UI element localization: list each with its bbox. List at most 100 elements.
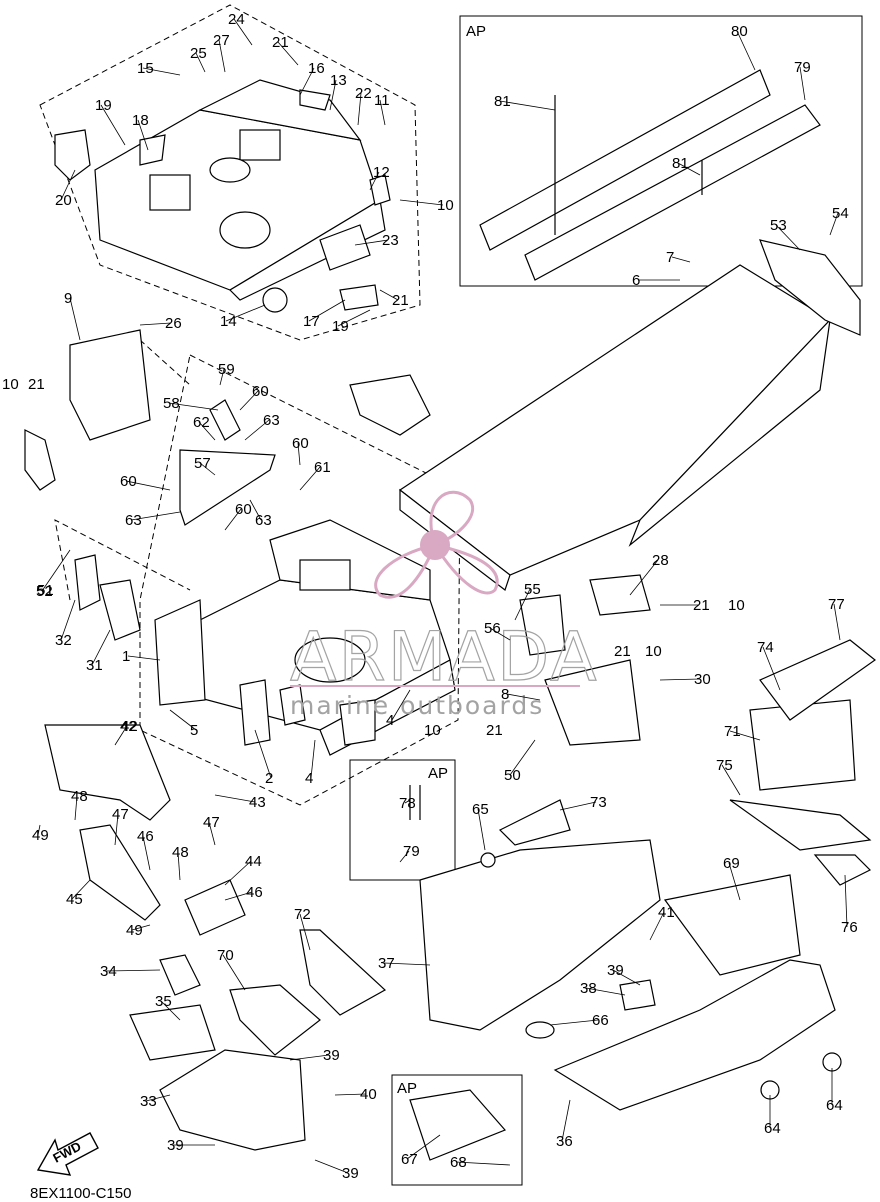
part-label-78: 78 — [399, 795, 416, 812]
leader-line — [391, 689, 411, 721]
part-label-60: 60 — [235, 501, 252, 518]
part-label-10: 10 — [728, 597, 745, 614]
part-label-38: 38 — [580, 980, 597, 997]
leader-line — [729, 730, 761, 741]
leader-line — [249, 499, 262, 521]
part-label-70: 70 — [217, 947, 234, 964]
leader-line — [169, 709, 197, 731]
leader-line — [649, 911, 665, 941]
leader-line — [354, 239, 389, 246]
part-label-10: 10 — [437, 197, 454, 214]
part-label-74: 74 — [757, 639, 774, 656]
part-label-10: 10 — [2, 376, 19, 393]
leader-line — [406, 1134, 441, 1160]
part-label-68: 68 — [450, 1154, 467, 1171]
part-label-36: 36 — [556, 1133, 573, 1150]
part-label-10: 10 — [424, 722, 441, 739]
watermark: ARMADA marine outboards — [289, 490, 597, 720]
leader-line — [833, 603, 841, 641]
leader-line — [379, 289, 399, 301]
part-label-32: 32 — [55, 632, 72, 649]
leader-line — [222, 954, 246, 991]
leader-line — [199, 462, 216, 476]
part-label-2: 2 — [265, 770, 273, 787]
part-label-35: 35 — [155, 993, 172, 1010]
upper-front-frame — [54, 79, 391, 313]
part-label-77: 77 — [828, 596, 845, 613]
leader-line — [775, 224, 801, 251]
leader-line — [314, 1159, 349, 1174]
leader-line — [334, 1093, 367, 1096]
diagram-caption: 8EX1100-C150 — [30, 1185, 131, 1202]
part-label-59: 59 — [218, 361, 235, 378]
leader-line — [299, 466, 321, 491]
leader-line — [254, 729, 272, 779]
part-label-75: 75 — [716, 757, 733, 774]
leader-line — [233, 18, 253, 46]
leader-line — [671, 256, 691, 263]
leader-line — [612, 969, 641, 986]
part-label-62: 62 — [193, 414, 210, 431]
part-label-64: 64 — [764, 1120, 781, 1137]
leader-line — [499, 100, 556, 111]
part-label-21: 21 — [614, 643, 631, 660]
part-label-19: 19 — [95, 97, 112, 114]
leader-line — [399, 850, 410, 863]
part-label-18: 18 — [132, 112, 149, 129]
part-label-28: 28 — [652, 552, 669, 569]
part-label-23: 23 — [382, 232, 399, 249]
part-label-31: 31 — [86, 657, 103, 674]
leader-line — [585, 987, 626, 996]
leader-line — [219, 368, 225, 386]
part-label-63: 63 — [263, 412, 280, 429]
leader-line — [329, 79, 337, 111]
inset-title-rails: AP — [466, 23, 486, 40]
leader-line — [310, 739, 316, 779]
part-label-76: 76 — [841, 919, 858, 936]
leader-line — [477, 808, 486, 851]
part-label-63: 63 — [255, 512, 272, 529]
leader-line — [559, 801, 597, 811]
leader-line — [299, 67, 315, 96]
part-label-42: 42 — [120, 718, 137, 735]
leader-line — [130, 511, 181, 521]
leader-line — [404, 799, 411, 804]
part-label-65: 65 — [472, 801, 489, 818]
part-label-21: 21 — [486, 722, 503, 739]
leader-line — [224, 860, 252, 886]
part-label-51: 51 — [37, 582, 54, 599]
part-label-9: 9 — [64, 290, 72, 307]
part-label-37: 37 — [378, 955, 395, 972]
leader-line — [399, 199, 444, 206]
part-label-11: 11 — [374, 92, 390, 109]
inset-title-bracket: AP — [428, 765, 448, 782]
leader-line — [357, 92, 362, 126]
part-label-49: 49 — [32, 827, 49, 844]
part-label-42: 42 — [121, 718, 138, 735]
leader-line — [100, 104, 126, 146]
leader-line — [114, 725, 128, 746]
leader-line — [629, 559, 659, 596]
leader-line — [71, 879, 91, 900]
leader-line — [142, 67, 181, 76]
part-label-16: 16 — [308, 60, 325, 77]
leader-line — [160, 1000, 181, 1021]
leader-line — [139, 322, 172, 326]
part-label-47: 47 — [203, 814, 220, 831]
leader-line — [244, 419, 270, 441]
part-label-81: 81 — [672, 155, 689, 172]
part-label-73: 73 — [590, 794, 607, 811]
leader-line — [728, 862, 741, 901]
leader-line — [131, 924, 151, 931]
part-label-48: 48 — [71, 788, 88, 805]
part-label-60: 60 — [120, 473, 137, 490]
inset-box-rails — [459, 15, 863, 287]
part-label-27: 27 — [213, 32, 230, 49]
part-label-30: 30 — [694, 671, 711, 688]
leader-line — [208, 821, 216, 846]
part-label-60: 60 — [252, 383, 269, 400]
part-label-40: 40 — [360, 1086, 377, 1103]
leader-line — [60, 599, 76, 641]
part-label-55: 55 — [524, 581, 541, 598]
